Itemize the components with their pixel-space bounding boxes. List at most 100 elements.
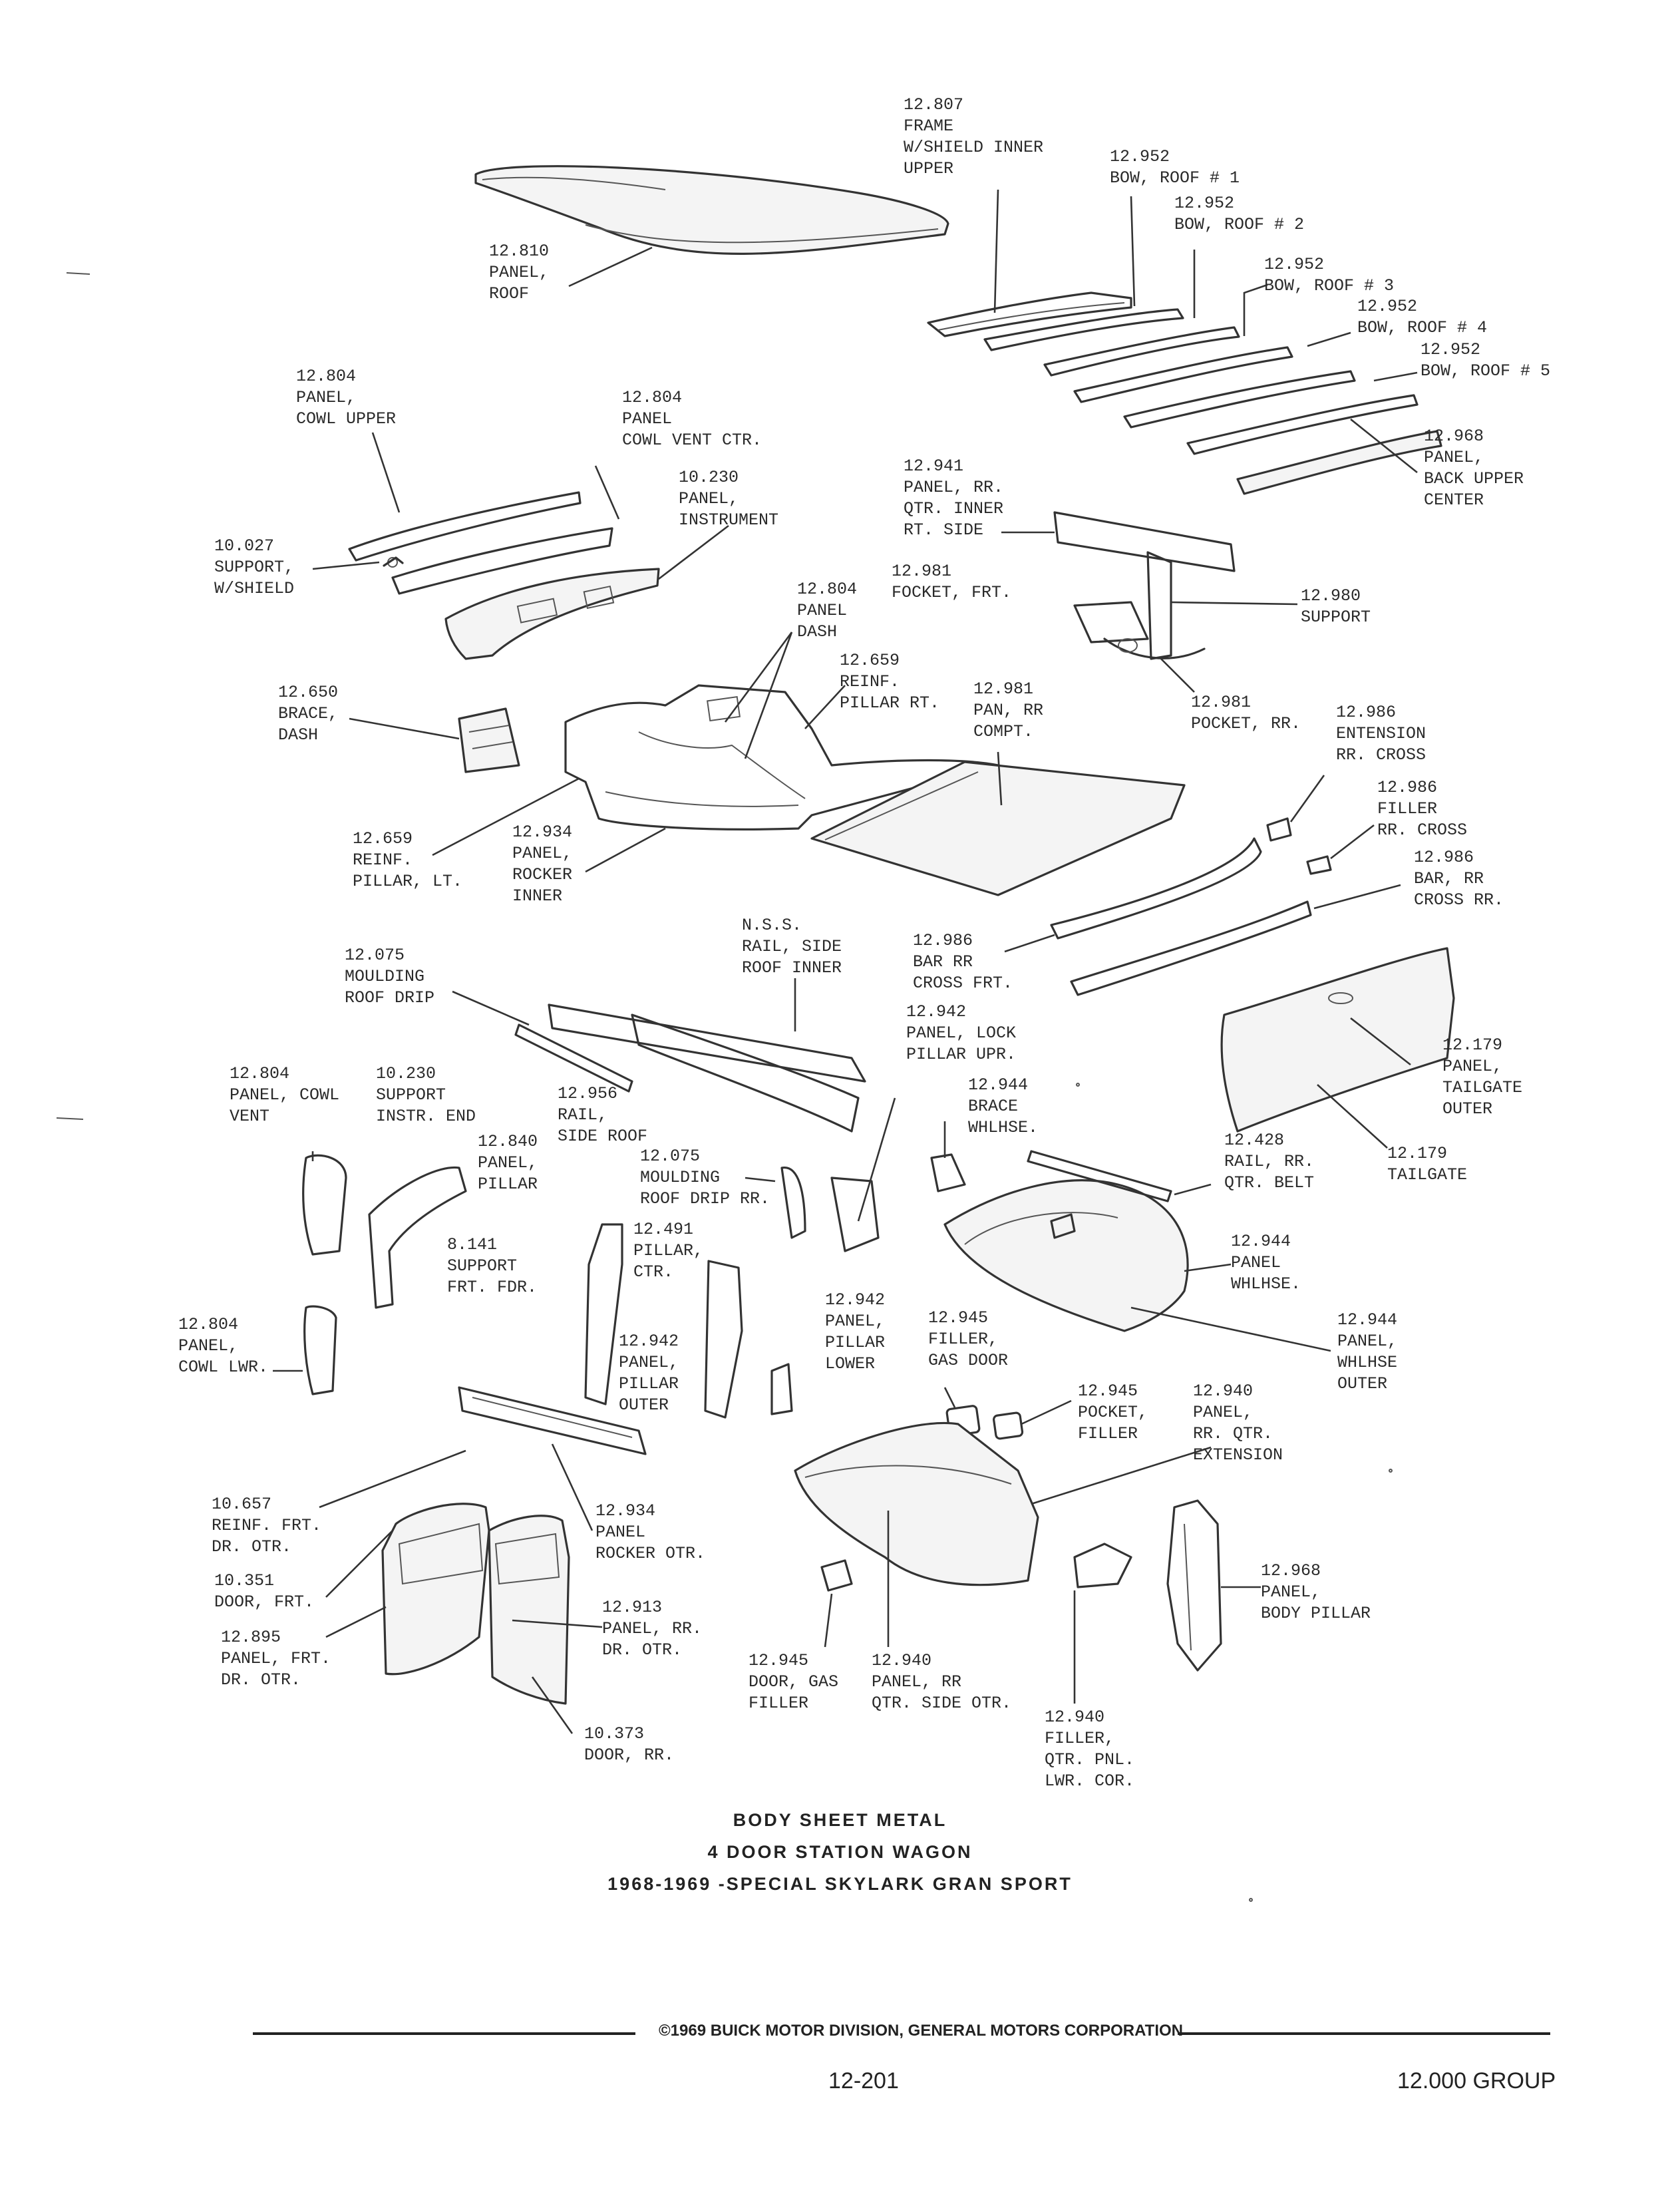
part-number: 12.981 [1191, 693, 1252, 712]
part-name: PAN, RR [973, 701, 1044, 720]
cowl-panels-drawing [348, 491, 660, 660]
part-name: PANEL, [1424, 448, 1484, 467]
part-name: PANEL, [1261, 1582, 1321, 1602]
part-number: 12.940 [1045, 1708, 1105, 1727]
part-number: 10.230 [376, 1064, 436, 1083]
part-name: FILLER, [928, 1330, 999, 1349]
part-number: 12.945 [1078, 1381, 1138, 1401]
part-name: BRACE, [278, 704, 339, 723]
part-name: W/SHIELD [214, 579, 295, 598]
part-number: 12.940 [872, 1651, 932, 1670]
part-name: FRT. FDR. [447, 1278, 538, 1297]
part-name: PANEL [1231, 1253, 1281, 1272]
part-name: POCKET, RR. [1191, 714, 1301, 733]
part-name: FOCKET, FRT. [892, 583, 1012, 602]
part-name: PILLAR, [633, 1241, 704, 1260]
part-name: PANEL, [1193, 1403, 1254, 1422]
part-name: PILLAR UPR. [906, 1045, 1017, 1064]
part-name: ROOF DRIP [345, 988, 435, 1007]
part-number: 12.945 [749, 1651, 809, 1670]
part-name: REINF. [353, 850, 413, 870]
part-number: N.S.S. [742, 916, 802, 935]
part-name: DR. OTR. [212, 1537, 292, 1556]
part-number: 12.934 [512, 823, 573, 842]
group-label: 12.000 GROUP [1397, 2068, 1556, 2094]
part-name: ENTENSION [1336, 724, 1427, 743]
part-name: FRAME [904, 116, 954, 136]
rear-cross-members-drawing [1050, 817, 1332, 996]
part-name: CROSS RR. [1414, 890, 1504, 910]
part-name: PILLAR RT. [840, 693, 940, 713]
part-name: SUPPORT [447, 1256, 518, 1276]
part-name: RAIL, [558, 1105, 608, 1125]
part-name: BOW, ROOF # 3 [1264, 276, 1395, 295]
part-name: QTR. INNER [904, 499, 1004, 518]
part-name: FILLER [1078, 1424, 1138, 1443]
part-name: BOW, ROOF # 1 [1110, 168, 1240, 188]
part-name: BODY PILLAR [1261, 1604, 1371, 1623]
part-name: TAILGATE [1442, 1078, 1523, 1097]
part-name: PANEL, [178, 1336, 239, 1356]
floor-pan-drawing [564, 684, 999, 830]
part-name: ROCKER OTR. [595, 1544, 706, 1563]
wheelhouse-drawing [930, 1150, 1189, 1332]
rear-quarter-outer-drawing [794, 1421, 1132, 1588]
part-name: RAIL, SIDE [742, 937, 842, 956]
part-number: 10.657 [212, 1495, 272, 1514]
part-name: SUPPORT [1301, 608, 1371, 627]
part-number: 12.840 [478, 1132, 538, 1151]
part-name: EXTENSION [1193, 1445, 1283, 1465]
part-number: 12.179 [1387, 1144, 1448, 1163]
part-name: WHLHSE. [968, 1118, 1039, 1137]
part-number: 12.952 [1357, 297, 1418, 316]
part-name: BOW, ROOF # 2 [1174, 215, 1305, 234]
part-name: COWL UPPER [296, 409, 397, 429]
part-name: PILLAR [619, 1374, 679, 1393]
part-name: PANEL, [489, 263, 550, 282]
part-name: DASH [278, 725, 319, 745]
side-roof-rail-drawing [514, 1004, 866, 1133]
part-name: RAIL, RR. [1224, 1152, 1315, 1171]
part-name: FILLER, [1045, 1729, 1115, 1748]
part-name: RR. CROSS [1377, 821, 1468, 840]
part-number: 12.941 [904, 457, 964, 476]
part-number: 12.968 [1424, 427, 1484, 446]
part-number: 12.986 [913, 931, 973, 950]
footer-copyright: ©1969 BUICK MOTOR DIVISION, GENERAL MOTO… [659, 2022, 1184, 2040]
part-name: DOOR, RR. [584, 1745, 675, 1765]
part-number: 12.659 [353, 829, 413, 848]
part-name: QTR. SIDE OTR. [872, 1694, 1012, 1713]
part-number: 12.981 [892, 562, 952, 581]
part-name: PANEL [595, 1523, 646, 1542]
part-name: ROCKER [512, 865, 573, 884]
part-name: COWL LWR. [178, 1358, 269, 1377]
part-name: PANEL, [512, 844, 573, 863]
part-name: PILLAR [478, 1175, 538, 1194]
part-name: OUTER [1442, 1099, 1493, 1119]
part-number: 12.807 [904, 95, 964, 114]
roof-bows-drawing [983, 308, 1442, 495]
part-name: TAILGATE [1387, 1165, 1468, 1185]
part-name: CROSS FRT. [913, 974, 1013, 993]
part-number: 12.804 [296, 367, 357, 386]
part-name: SUPPORT [376, 1085, 446, 1105]
